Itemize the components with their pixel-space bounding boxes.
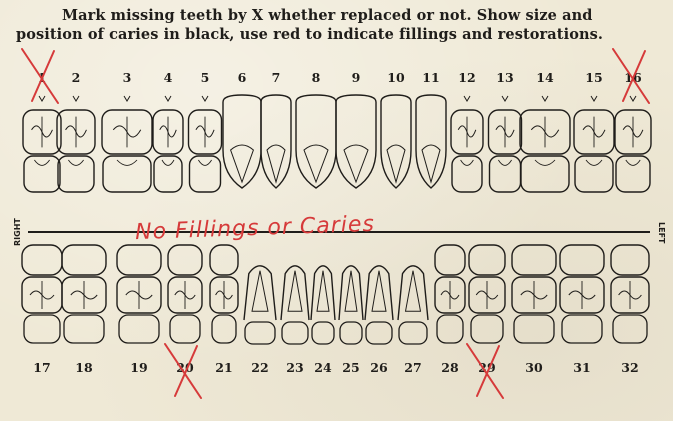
missing-x-mark [165, 344, 201, 398]
lower-tooth-number: 27 [404, 360, 421, 375]
tooth-12 [451, 110, 483, 192]
right-label: RIGHT [13, 218, 22, 246]
lower-tooth-number: 24 [314, 360, 332, 375]
upper-tooth-number: 5 [201, 70, 210, 85]
upper-tooth-number: 7 [272, 70, 281, 85]
tooth-2 [57, 110, 95, 192]
tooth-6 [223, 95, 261, 188]
tooth-3 [102, 110, 152, 192]
lower-tooth-number: 18 [75, 360, 93, 375]
upper-teeth [23, 95, 651, 192]
tooth-31 [560, 245, 604, 343]
lower-tooth-number: 21 [215, 360, 232, 375]
handwritten-annotation: No Fillings or Caries [135, 212, 376, 245]
tooth-1 [23, 110, 61, 192]
tooth-8 [296, 95, 336, 188]
lower-tooth-number: 17 [33, 360, 50, 375]
upper-tooth-number: 9 [352, 70, 361, 85]
tooth-20 [168, 245, 202, 343]
tooth-4 [153, 110, 183, 192]
tooth-13 [489, 110, 522, 192]
tooth-14 [520, 110, 570, 192]
upper-tooth-number: 3 [123, 70, 132, 85]
lower-teeth [22, 245, 649, 344]
upper-tooth-number: 12 [458, 70, 475, 85]
tooth-21 [210, 245, 238, 343]
tooth-26 [365, 266, 393, 344]
tooth-18 [62, 245, 106, 343]
upper-tooth-number: 8 [312, 70, 321, 85]
tooth-11 [416, 95, 446, 188]
tooth-10 [381, 95, 411, 188]
missing-x-mark [22, 49, 58, 103]
upper-tooth-number: 10 [387, 70, 405, 85]
tooth-24 [311, 266, 335, 344]
tooth-32 [611, 245, 649, 343]
tooth-25 [339, 266, 363, 344]
upper-tooth-number: 4 [164, 70, 173, 85]
tooth-9 [336, 95, 376, 188]
tooth-27 [398, 266, 428, 344]
upper-tooth-number: 15 [585, 70, 602, 85]
upper-tooth-numbers: 12345678910111213141516 [38, 70, 642, 85]
lower-tooth-number: 26 [370, 360, 388, 375]
tooth-16 [615, 110, 651, 192]
missing-x-mark [467, 344, 503, 398]
upper-tooth-number: 11 [422, 70, 439, 85]
tooth-5 [189, 110, 222, 192]
lower-tooth-numbers: 17181920212223242526272829303132 [33, 360, 638, 375]
upper-tooth-number: 6 [238, 70, 247, 85]
lower-tooth-number: 22 [251, 360, 268, 375]
tooth-19 [117, 245, 161, 343]
lower-tooth-number: 28 [441, 360, 459, 375]
lower-tooth-number: 30 [525, 360, 543, 375]
tooth-29 [469, 245, 505, 343]
left-label: LEFT [657, 222, 666, 244]
upper-tooth-number: 13 [496, 70, 513, 85]
tooth-17 [22, 245, 62, 343]
upper-tooth-number: 2 [72, 70, 81, 85]
lower-tooth-number: 23 [286, 360, 303, 375]
lower-tooth-number: 25 [342, 360, 359, 375]
tooth-30 [512, 245, 556, 343]
tooth-15 [574, 110, 614, 192]
tooth-7 [261, 95, 291, 188]
missing-x-mark [613, 49, 649, 103]
lower-tooth-number: 32 [621, 360, 638, 375]
lower-tooth-number: 19 [130, 360, 147, 375]
tooth-28 [435, 245, 465, 343]
upper-tooth-number: 14 [536, 70, 554, 85]
tooth-22 [244, 266, 276, 344]
lower-tooth-number: 31 [573, 360, 590, 375]
tooth-23 [281, 266, 309, 344]
